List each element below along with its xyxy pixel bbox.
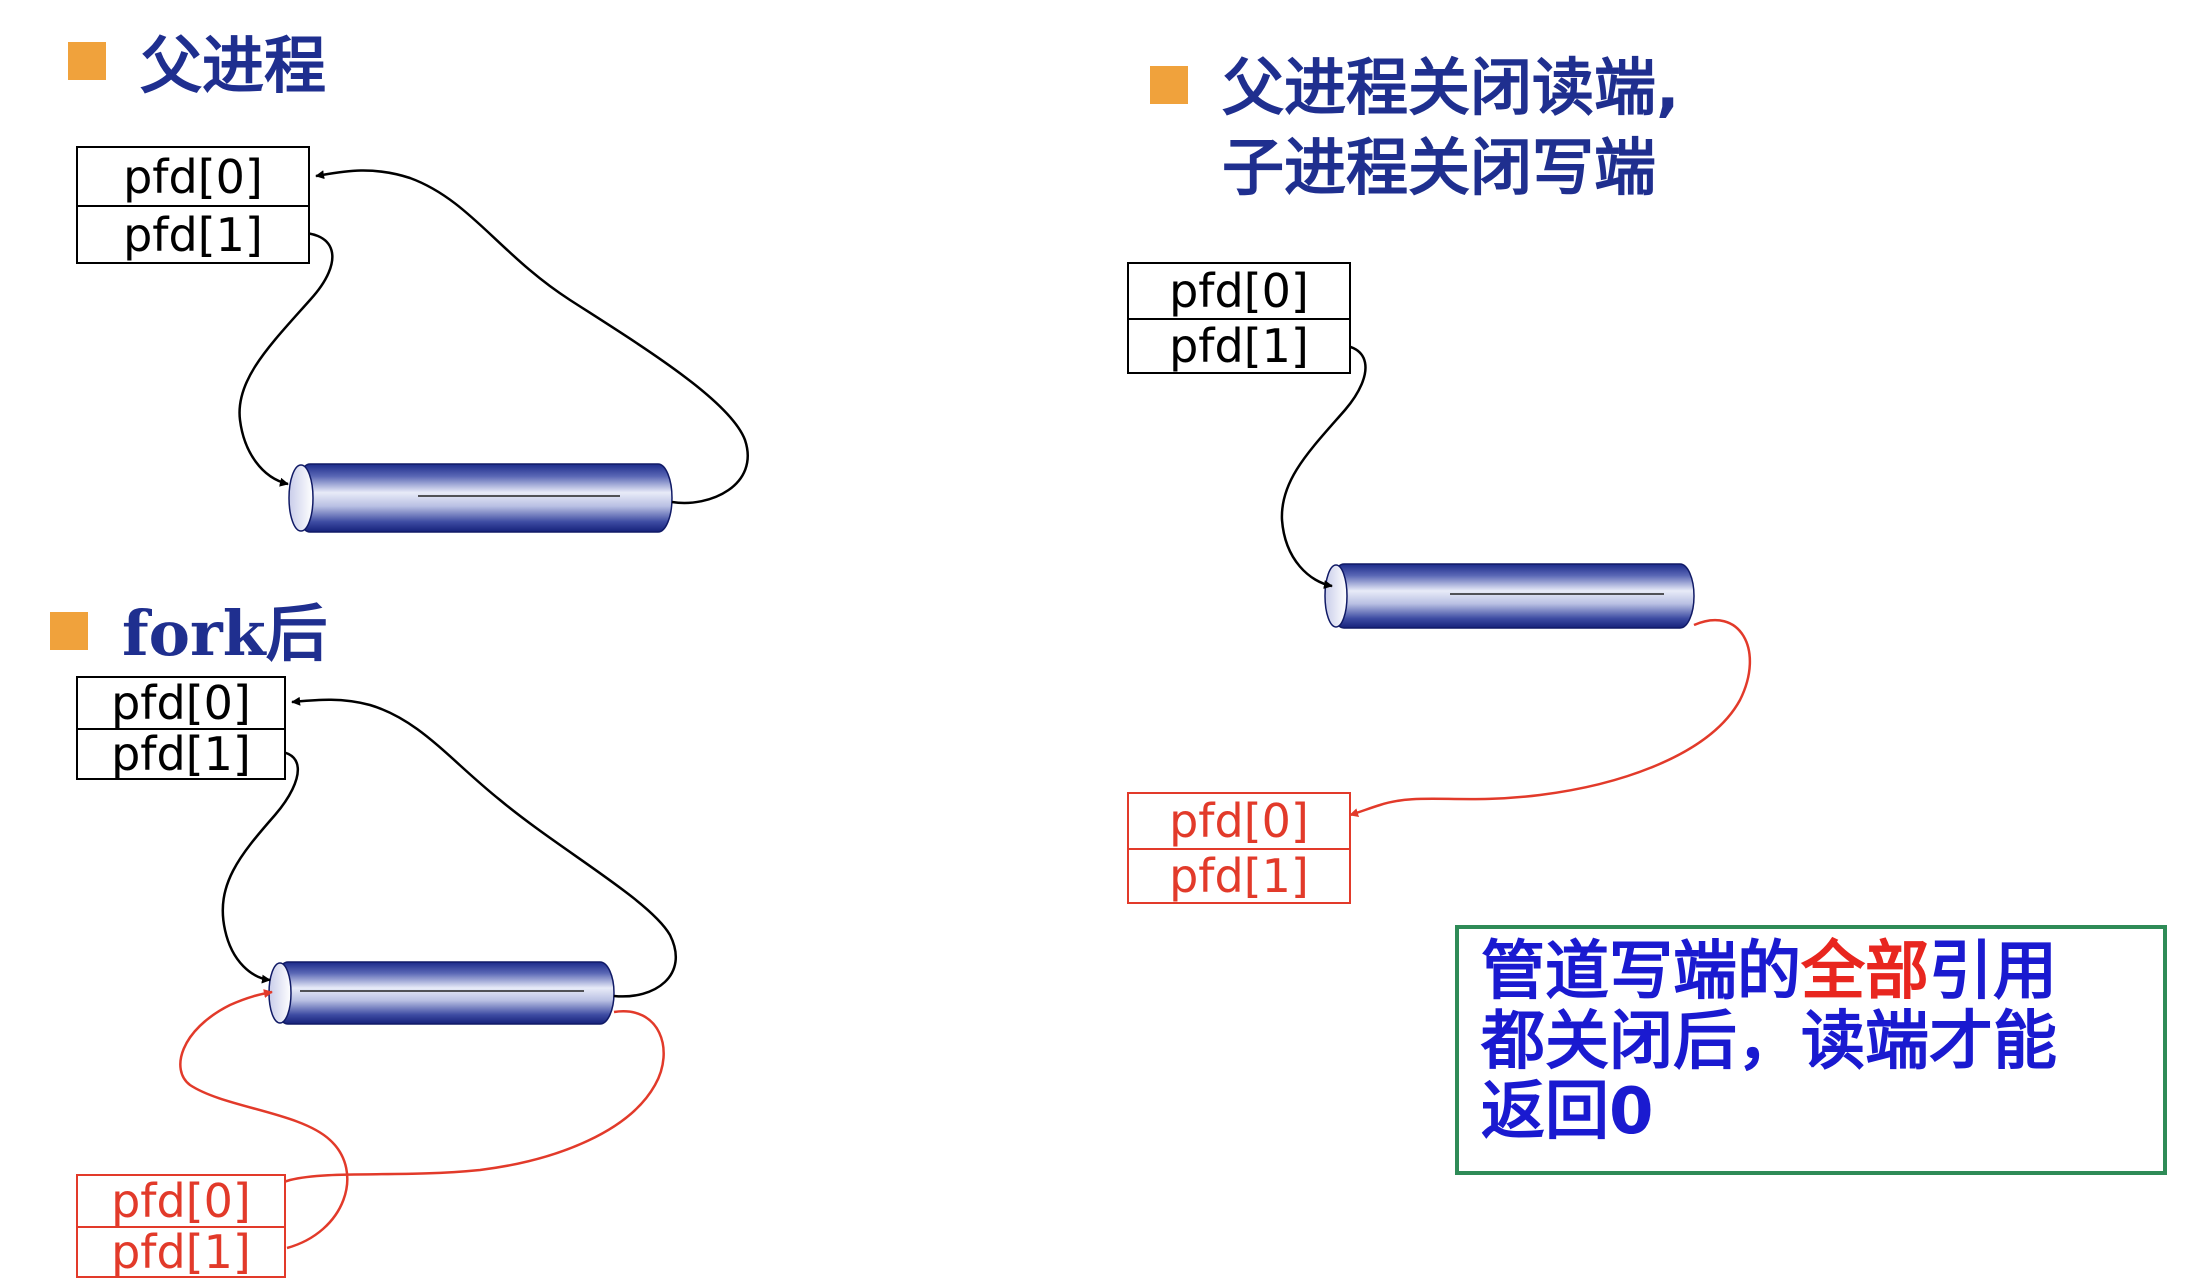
heading-fork-latin: fork <box>122 597 266 670</box>
pipe-parent <box>288 463 673 533</box>
heading-parent-text: 父进程 <box>140 29 327 102</box>
fd-closed-child-read: pfd[0] <box>1169 794 1309 848</box>
fd-fork-child-write: pfd[1] <box>78 1225 284 1279</box>
fd-table-closed-child: pfd[0] pfd[1] <box>1127 792 1351 904</box>
note-line-1: 管道写端的全部引用 <box>1481 937 2145 1007</box>
fd-closed-parent-write: pfd[1] <box>1129 318 1349 373</box>
line-fork-pipe-to-parent-read <box>291 696 677 998</box>
fd-parent-read: pfd[0] <box>123 149 263 204</box>
fd-fork-parent-write: pfd[1] <box>78 727 284 781</box>
bullet-parent <box>68 42 106 80</box>
line-fork-parent-write-to-pipe <box>221 749 299 984</box>
bullet-fork <box>50 612 88 650</box>
fd-table-fork-child: pfd[0] pfd[1] <box>76 1174 286 1279</box>
heading-parent: 父进程 <box>140 26 326 106</box>
heading-closed-line2: 子进程关闭写端 <box>1222 131 1657 204</box>
pipe-closed <box>1324 563 1695 629</box>
heading-closed-line1: 父进程关闭读端, <box>1222 51 1680 124</box>
fd-parent-write: pfd[1] <box>78 205 308 262</box>
note-line-2: 都关闭后，读端才能 <box>1481 1005 2057 1079</box>
fd-table-parent: pfd[0] pfd[1] <box>76 146 310 264</box>
fd-fork-parent-read: pfd[0] <box>111 676 251 730</box>
heading-closed: 父进程关闭读端, 子进程关闭写端 <box>1222 48 1680 208</box>
line-closed-parent-write-to-pipe <box>1280 343 1367 589</box>
note-box: 管道写端的全部引用 都关闭后，读端才能 返回0 <box>1455 925 2167 1175</box>
fd-table-fork-parent: pfd[0] pfd[1] <box>76 676 286 781</box>
fd-closed-parent-read: pfd[0] <box>1169 264 1309 318</box>
heading-fork-cjk: 后 <box>265 597 328 670</box>
pipe-fork <box>268 961 615 1025</box>
line-parent-write-to-pipe <box>238 231 334 487</box>
line-closed-pipe-to-child-read <box>1349 618 1751 817</box>
line-fork-pipe-to-child-read <box>261 1010 665 1196</box>
line-fork-child-write-to-pipe <box>179 989 349 1250</box>
note-line-3: 返回0 <box>1481 1075 1654 1149</box>
bullet-closed <box>1150 66 1188 104</box>
note-line-1-pre: 管道写端的 <box>1481 935 1801 1009</box>
fd-table-closed-parent: pfd[0] pfd[1] <box>1127 262 1351 374</box>
fd-closed-child-write: pfd[1] <box>1129 848 1349 903</box>
note-line-1-highlight: 全部 <box>1801 935 1929 1009</box>
fd-fork-child-read: pfd[0] <box>111 1174 251 1228</box>
note-line-1-post: 引用 <box>1929 935 2057 1009</box>
heading-fork: fork后 <box>122 594 328 674</box>
line-pipe-to-parent-read <box>315 169 749 505</box>
